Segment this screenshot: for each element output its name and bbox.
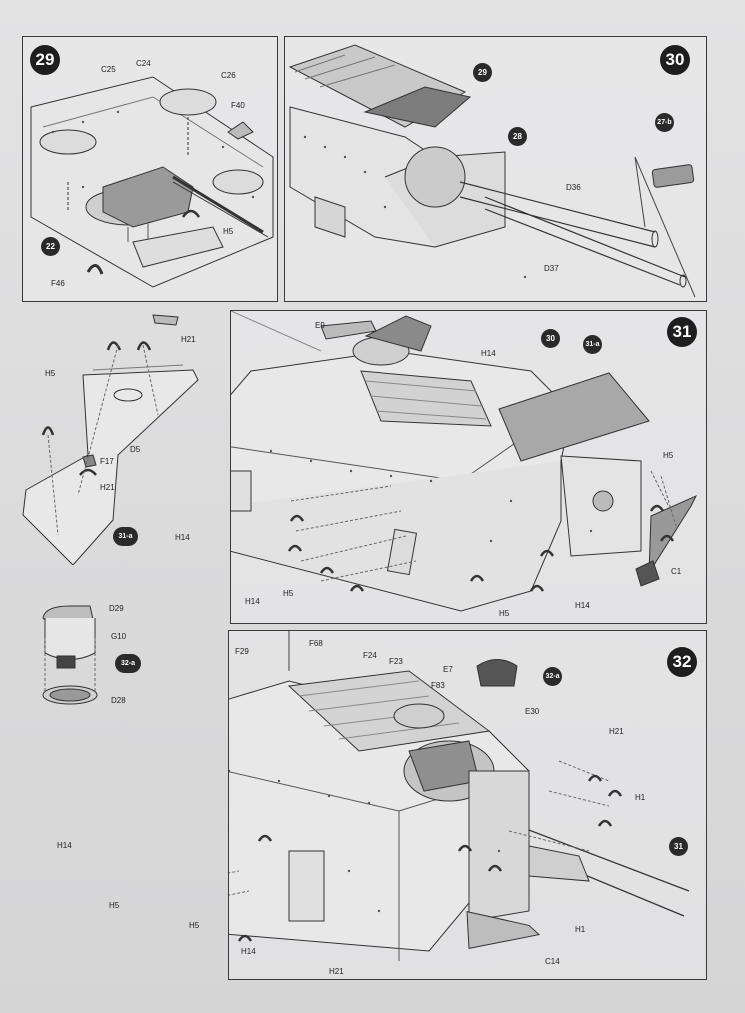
step-number-32: 32 xyxy=(667,647,697,677)
part-label-31-h5-bottom-right: H5 xyxy=(499,609,510,618)
step-number-29: 29 xyxy=(30,45,60,75)
part-label-f46: F46 xyxy=(51,279,65,288)
ref-badge-31: 31 xyxy=(669,837,688,856)
part-label-32-f68: F68 xyxy=(309,639,323,648)
ref-badge-28: 28 xyxy=(508,127,527,146)
ref-badge-30: 30 xyxy=(541,329,560,348)
step-32-drawing xyxy=(229,631,706,979)
step-31-panel: 31 30 31-a E9 H14 H5 C1 H14 H14 H5 H5 H1… xyxy=(175,310,707,624)
part-label-31a-f17: F17 xyxy=(100,457,114,466)
part-label-32a-g10: G10 xyxy=(111,632,127,641)
part-label-32a-d29: D29 xyxy=(109,604,124,613)
part-label-32-h21: H21 xyxy=(609,727,624,736)
step-29-drawing xyxy=(23,37,277,301)
part-label-32-f24: F24 xyxy=(363,651,377,660)
part-label-31-c1: C1 xyxy=(671,567,682,576)
part-label-32-h5-mid: H5 xyxy=(189,921,200,930)
part-label-32-h14-left: H14 xyxy=(57,841,72,850)
part-label-31-h14-bottom-left: H14 xyxy=(245,597,260,606)
part-label-31-h5-bottom: H5 xyxy=(283,589,294,598)
step-32-panel: 32 32-a 31 F68 F29 F24 F23 E7 F83 E30 H2… xyxy=(57,630,707,980)
part-label-h5: H5 xyxy=(223,227,234,236)
step-number-30: 30 xyxy=(660,45,690,75)
part-label-31-h14-left: H14 xyxy=(175,533,190,542)
part-label-32-e7: E7 xyxy=(443,665,453,674)
ref-badge-32a: 32-a xyxy=(543,667,562,686)
ref-badge-31a: 31-a xyxy=(113,527,138,546)
part-label-32-f23: F23 xyxy=(389,657,403,666)
ref-badge-32a-small: 32-a xyxy=(115,654,141,673)
step-number-31: 31 xyxy=(667,317,697,347)
ref-badge-22: 22 xyxy=(41,237,60,256)
part-label-32-h1: H1 xyxy=(635,793,646,802)
part-label-31-h5-right: H5 xyxy=(663,451,674,460)
part-label-d36: D36 xyxy=(566,183,581,192)
part-label-c24: C24 xyxy=(136,59,151,68)
part-label-f40: F40 xyxy=(231,101,245,110)
step-32a-drawing xyxy=(35,598,185,713)
ref-badge-29: 29 xyxy=(473,63,492,82)
step-30-panel: 30 29 28 27-b D36 D37 xyxy=(284,36,707,302)
part-label-32a-d28: D28 xyxy=(111,696,126,705)
part-label-32-e30: E30 xyxy=(525,707,540,716)
part-label-31a-h21: H21 xyxy=(181,335,196,344)
step-30-drawing xyxy=(285,37,706,301)
part-label-31-h14-top: H14 xyxy=(481,349,496,358)
part-label-32-h14-bottom: H14 xyxy=(241,947,256,956)
part-label-31-e9: E9 xyxy=(315,321,325,330)
part-label-32-c14: C14 xyxy=(545,957,560,966)
step-31-drawing xyxy=(231,311,706,623)
part-label-32-h21-bottom: H21 xyxy=(329,967,344,976)
step-31a-area: H21 H5 D5 F17 H21 31-a xyxy=(18,305,218,565)
part-label-31-h14-right: H14 xyxy=(575,601,590,610)
part-label-32-f29: F29 xyxy=(235,647,249,656)
part-label-31a-h21b: H21 xyxy=(100,483,115,492)
part-label-31a-d5: D5 xyxy=(130,445,141,454)
part-label-32-h1-bottom: H1 xyxy=(575,925,586,934)
step-31a-drawing xyxy=(18,305,218,565)
step-32a-area: D29 G10 32-a D28 xyxy=(35,598,185,713)
part-label-32-h5-left: H5 xyxy=(109,901,120,910)
ref-badge-27b: 27-b xyxy=(655,113,674,132)
ref-badge-31a-main: 31-a xyxy=(583,335,602,354)
part-label-c25: C25 xyxy=(101,65,116,74)
part-label-d37: D37 xyxy=(544,264,559,273)
part-label-31a-h5: H5 xyxy=(45,369,56,378)
part-label-32-f83: F83 xyxy=(431,681,445,690)
part-label-c26: C26 xyxy=(221,71,236,80)
step-29-panel: 29 22 C25 C24 C26 F40 H5 F46 xyxy=(22,36,278,302)
